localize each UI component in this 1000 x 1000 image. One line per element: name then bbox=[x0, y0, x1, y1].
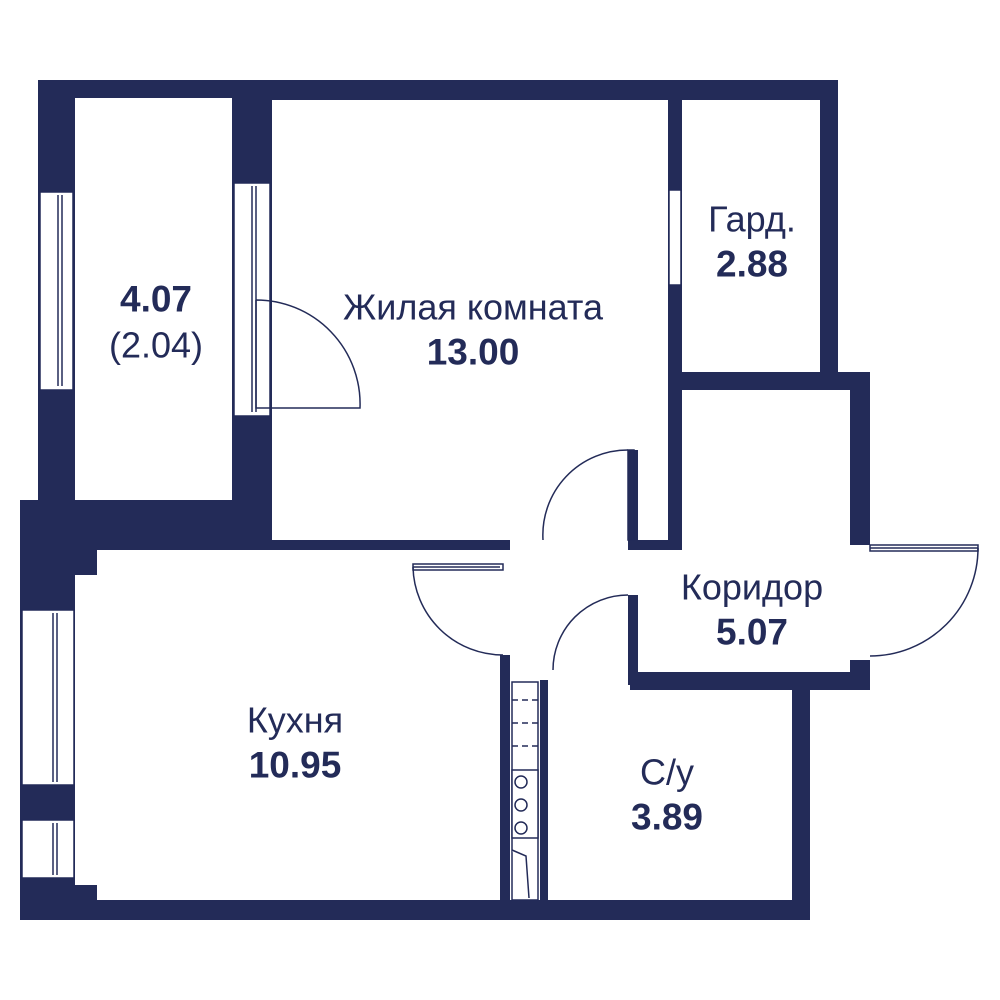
kitchen-name: Кухня bbox=[246, 699, 344, 741]
bathroom-name: С/у bbox=[639, 751, 694, 793]
corridor-name: Коридор bbox=[680, 566, 824, 608]
balcony-area-reduced: (2.04) bbox=[108, 324, 204, 366]
kitchen-area: 10.95 bbox=[248, 744, 342, 786]
bathroom-area: 3.89 bbox=[630, 796, 704, 838]
room-label-wardrobe: Гард. 2.88 bbox=[708, 196, 796, 287]
wardrobe-name: Гард. bbox=[708, 198, 796, 240]
room-label-kitchen: Кухня 10.95 bbox=[247, 697, 343, 788]
wardrobe-area: 2.88 bbox=[715, 243, 789, 285]
room-label-balcony: 4.07 (2.04) bbox=[109, 276, 203, 367]
living-name: Жилая комната bbox=[342, 286, 604, 328]
windows bbox=[21, 182, 682, 879]
room-label-corridor: Коридор 5.07 bbox=[681, 564, 823, 655]
living-area: 13.00 bbox=[426, 331, 520, 373]
room-label-bathroom: С/у 3.89 bbox=[631, 749, 703, 840]
room-label-living: Жилая комната 13.00 bbox=[343, 284, 603, 375]
corridor-area: 5.07 bbox=[715, 611, 789, 653]
kitchen-appliances bbox=[511, 681, 539, 901]
doors bbox=[255, 299, 979, 671]
balcony-area: 4.07 bbox=[119, 278, 193, 320]
